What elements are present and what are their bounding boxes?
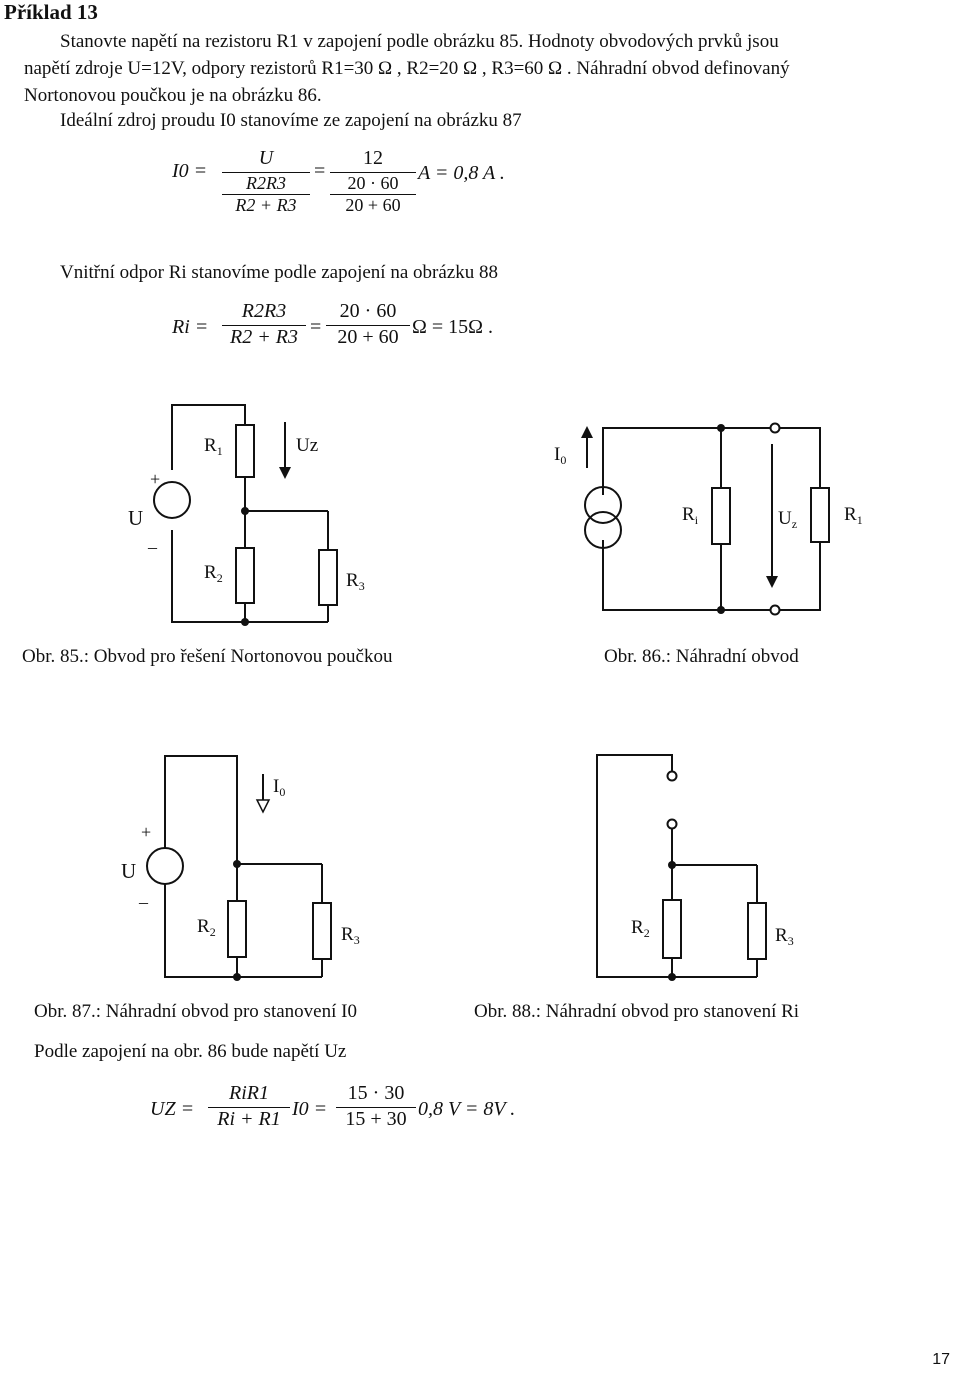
intro-line-2: napětí zdroje U=12V, odpory rezistorů R1… (24, 58, 790, 79)
page-number: 17 (932, 1351, 950, 1368)
fig85-caption: Obr. 85.: Obvod pro řešení Nortonovou po… (22, 646, 393, 667)
svg-text:R3: R3 (346, 570, 365, 593)
svg-text:Ri: Ri (682, 504, 699, 527)
page-heading: Příklad 13 (4, 0, 98, 24)
svg-text:I0: I0 (554, 444, 566, 467)
eq2-fraction-symbolic: R2R3 R2 + R3 (222, 300, 306, 349)
svg-text:I0: I0 (273, 776, 285, 799)
eq1-num-sym: U (258, 147, 274, 169)
eq3-lhs: UZ = (150, 1098, 195, 1120)
eq3-den-sym: Ri + R1 (217, 1108, 281, 1130)
fig88-r3: R (775, 925, 788, 946)
svg-text:R1: R1 (844, 504, 863, 527)
eq2-num-sym: R2R3 (241, 300, 287, 322)
intro-line-3: Nortonovou poučkou je na obrázku 86. (24, 85, 322, 106)
eq1-inner-den-val: 20 + 60 (345, 195, 401, 215)
eq2-den-sym: R2 + R3 (230, 326, 298, 348)
fig86-caption: Obr. 86.: Náhradní obvod (604, 646, 799, 667)
eq1-result: A = 0,8 A . (418, 162, 505, 184)
svg-text:R3: R3 (775, 925, 794, 948)
fig87-i0: I (273, 776, 279, 797)
svg-text:R2: R2 (631, 917, 650, 940)
eq2-equals: = (310, 316, 322, 338)
fig85-r1: R (204, 435, 217, 456)
svg-text:Uz: Uz (778, 508, 797, 531)
eq3-fraction-numeric: 15 · 30 15 + 30 (336, 1082, 416, 1131)
fig85-u: U (128, 506, 143, 530)
fig86-ri: R (682, 504, 695, 525)
fig87-caption: Obr. 87.: Náhradní obvod pro stanovení I… (34, 1001, 357, 1022)
fig85-minus: – (147, 537, 158, 557)
fig86-r1: R (844, 504, 857, 525)
svg-text:R2: R2 (197, 916, 216, 939)
eq1-lhs: I0 = (172, 160, 208, 182)
eq2-fraction-numeric: 20 · 60 20 + 60 (326, 300, 410, 349)
eq1-equals: = (314, 160, 326, 182)
figure-86-circuit: I0 Ri Uz R1 (554, 422, 863, 616)
svg-text:R1: R1 (204, 435, 223, 458)
fig88-caption: Obr. 88.: Náhradní obvod pro stanovení R… (474, 1001, 800, 1022)
eq1-num-val: 12 (363, 147, 383, 169)
step3-text: Podle zapojení na obr. 86 bude napětí Uz (34, 1041, 347, 1062)
eq2-den-val: 20 + 60 (337, 326, 399, 348)
eq3-result: 0,8 V = 8V . (418, 1098, 516, 1120)
eq3-mid: I0 = (292, 1098, 328, 1120)
step1-text: Ideální zdroj proudu I0 stanovíme ze zap… (60, 110, 522, 131)
eq2-num-val: 20 · 60 (339, 300, 397, 322)
fig85-plus: + (150, 469, 160, 489)
eq1-inner-num: R2R3 (246, 173, 286, 193)
eq3-fraction-symbolic: RiR1 Ri + R1 (208, 1082, 290, 1131)
eq3-den-val: 15 + 30 (345, 1108, 407, 1130)
eq1-fraction-numeric: 12 20 · 60 20 + 60 (330, 147, 416, 216)
eq3-num-val: 15 · 30 (347, 1082, 405, 1104)
svg-text:R3: R3 (341, 924, 360, 947)
eq2-lhs: Ri = (172, 316, 209, 338)
fig85-uz-label: Uz (296, 435, 318, 456)
eq1-inner-num-val: 20 · 60 (347, 173, 399, 193)
fig87-u: U (121, 859, 136, 883)
svg-text:R2: R2 (204, 562, 223, 585)
fig87-r3: R (341, 924, 354, 945)
eq1-fraction-symbolic: U R2R3 R2 + R3 (222, 147, 310, 216)
fig85-r3: R (346, 570, 359, 591)
fig87-plus: + (141, 822, 151, 842)
eq1-inner-den: R2 + R3 (235, 195, 297, 215)
eq3-num-sym: RiR1 (229, 1082, 269, 1104)
fig87-minus: – (138, 892, 149, 912)
fig86-i0: I (554, 444, 560, 465)
step2-text: Vnitřní odpor Ri stanovíme podle zapojen… (60, 262, 498, 283)
figure-87-circuit: I0 + U – R2 R3 (121, 755, 360, 981)
eq2-result: Ω = 15Ω . (412, 316, 494, 338)
figure-88-circuit: R2 R3 (596, 754, 794, 981)
fig86-uz: U (778, 508, 792, 529)
figure-85-circuit: R1 Uz + U – R2 R3 (128, 404, 365, 626)
fig88-r2: R (631, 917, 644, 938)
intro-line-1: Stanovte napětí na rezistoru R1 v zapoje… (60, 31, 779, 52)
fig85-r2: R (204, 562, 217, 583)
fig87-r2: R (197, 916, 210, 937)
